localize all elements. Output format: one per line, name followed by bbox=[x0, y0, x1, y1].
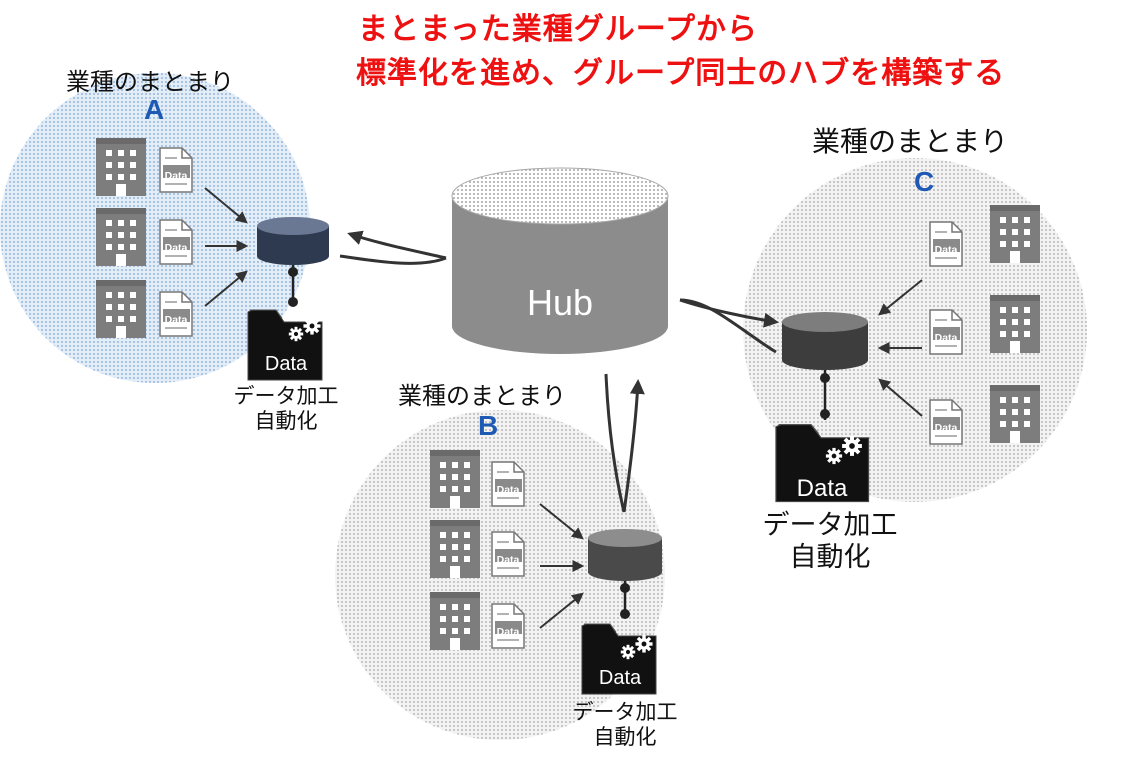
hub-to-a-arrow bbox=[347, 230, 447, 260]
group-b-sources bbox=[430, 450, 525, 650]
headline-line-1: まとまった業種グループから bbox=[358, 12, 758, 47]
group-c-caption: データ加工 自動化 bbox=[750, 510, 910, 575]
group-a-doc-label-1: Data bbox=[165, 170, 188, 182]
group-a-doc-label-2: Data bbox=[165, 242, 188, 254]
group-b-letter: B bbox=[478, 410, 499, 441]
group-a-letter: A bbox=[144, 94, 165, 125]
group-a-sources bbox=[96, 138, 193, 338]
a-to-hub-line bbox=[339, 254, 447, 265]
group-c-database-icon bbox=[782, 312, 868, 370]
group-b-arrow-3 bbox=[539, 592, 584, 629]
group-c-doc-label-3: Data bbox=[935, 422, 958, 434]
c-to-hub-line bbox=[679, 298, 777, 354]
hub-to-c-arrow bbox=[679, 298, 779, 328]
group-a-arrow-3 bbox=[204, 270, 248, 307]
group-c-doc-label-1: Data bbox=[935, 244, 958, 256]
group-a-folder-label: Data bbox=[265, 353, 308, 375]
group-a-caption: データ加工 自動化 bbox=[226, 384, 346, 434]
group-c-title: 業種のまとまり bbox=[812, 125, 1009, 158]
group-a-database-icon bbox=[257, 217, 329, 265]
group-b-caption-line-2: 自動化 bbox=[593, 725, 657, 750]
group-c-caption-line-2: 自動化 bbox=[789, 542, 871, 574]
group-b-database-icon bbox=[588, 529, 662, 581]
hub-label: Hub bbox=[527, 282, 593, 323]
group-b-title: 業種のまとまり bbox=[398, 382, 566, 410]
group-b-folder-label: Data bbox=[599, 667, 642, 689]
group-c-doc-label-2: Data bbox=[935, 332, 958, 344]
b-to-hub-arrow bbox=[622, 379, 645, 513]
group-c-arrow-3 bbox=[878, 378, 923, 417]
group-a-caption-line-2: 自動化 bbox=[254, 409, 318, 434]
hub-to-b-line bbox=[604, 373, 626, 513]
group-b-arrow-1 bbox=[539, 503, 584, 540]
group-a-cluster bbox=[0, 73, 310, 383]
group-c-letter: C bbox=[914, 166, 935, 197]
group-b-caption-line-1: データ加工 bbox=[572, 700, 678, 724]
headline-line-2: 標準化を進め、グループ同士のハブを構築する bbox=[356, 56, 1006, 91]
group-c-folder-label: Data bbox=[797, 475, 848, 502]
group-a-arrow-1 bbox=[204, 187, 248, 224]
group-a-title: 業種のまとまり bbox=[66, 68, 234, 96]
group-c-arrow-1 bbox=[878, 279, 923, 316]
group-c-caption-line-1: データ加工 bbox=[762, 510, 898, 541]
hub-database-icon bbox=[451, 167, 669, 354]
group-b-doc-label-3: Data bbox=[497, 626, 520, 638]
group-b-doc-label-2: Data bbox=[497, 554, 520, 566]
group-b-doc-label-1: Data bbox=[497, 484, 520, 496]
group-a-caption-line-1: データ加工 bbox=[233, 384, 339, 408]
group-b-caption: データ加工 自動化 bbox=[560, 700, 690, 750]
group-a-doc-label-3: Data bbox=[165, 314, 188, 326]
